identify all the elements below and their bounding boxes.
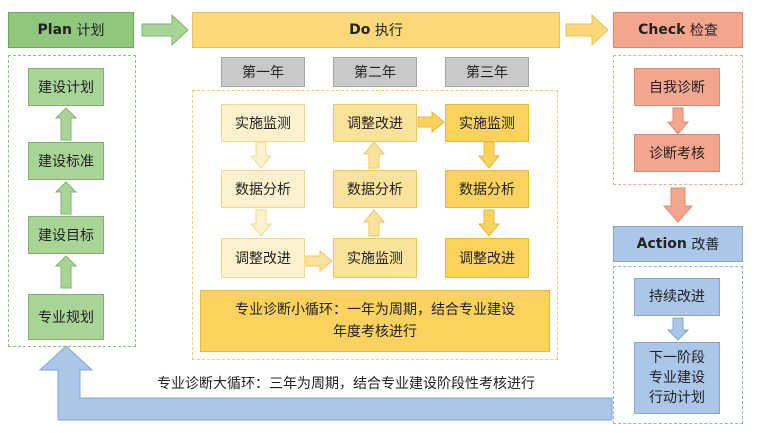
year-1-label: 第一年 [221,57,305,87]
do-container [192,90,558,360]
do-header-en: Do [349,22,371,38]
y1-step-3: 调整改进 [221,238,305,278]
check-step-2: 诊断考核 [634,134,720,172]
small-cycle-note: 专业诊断小循环：一年为周期，结合专业建设 年度考核进行 [200,290,550,352]
check-down-arrow-1 [666,107,690,135]
action-container [613,266,743,424]
action-step-2-line-2: 专业建设 [649,370,705,386]
y2-up-arrow-1 [362,141,386,169]
y1-down-arrow-2 [249,209,273,237]
y2-step-3: 实施监测 [333,238,417,278]
do-header: Do 执行 [192,12,560,48]
plan-up-arrow-1 [54,107,78,141]
y3-step-1: 实施监测 [445,104,529,142]
action-step-2-line-1: 下一阶段 [649,350,705,366]
action-step-1: 持续改进 [634,278,720,316]
big-cycle-label: 专业诊断大循环：三年为周期，结合专业建设阶段性考核进行 [157,376,535,392]
action-step-2-line-3: 行动计划 [649,390,705,406]
check-step-1: 自我诊断 [634,68,720,106]
y3-step-2: 数据分析 [445,170,529,208]
check-container [613,55,743,185]
small-cycle-line-2: 年度考核进行 [333,324,417,340]
plan-header-en: Plan [37,22,73,38]
plan-up-arrow-3 [54,255,78,289]
action-header: Action 改善 [613,226,743,262]
big-cycle-arrow-body [38,345,613,421]
plan-up-arrow-2 [54,181,78,215]
y3-down-arrow-1 [477,141,501,169]
do-header-zh: 执行 [374,23,403,39]
plan-to-do-arrow [141,13,189,47]
plan-header-zh: 计划 [76,23,105,39]
plan-step-1: 建设计划 [28,68,104,106]
do-to-check-arrow [565,13,609,47]
plan-header: Plan 计划 [8,12,134,48]
action-header-zh: 改善 [691,237,720,253]
action-down-arrow [666,317,690,341]
y3-down-arrow-2 [477,209,501,237]
check-header: Check 检查 [613,12,743,48]
y1-step-1: 实施监测 [221,104,305,142]
plan-step-2: 建设标准 [28,142,104,180]
year-2-label: 第二年 [333,57,417,87]
check-header-en: Check [638,22,686,38]
y3-step-3: 调整改进 [445,238,529,278]
check-header-zh: 检查 [689,23,718,39]
plan-step-3: 建设目标 [28,216,104,254]
y2-to-y3-arrow [417,110,445,134]
y2-up-arrow-2 [362,209,386,237]
action-step-2: 下一阶段 专业建设 行动计划 [634,342,720,414]
y1-down-arrow-1 [249,141,273,169]
action-header-en: Action [636,236,687,252]
small-cycle-line-1: 专业诊断小循环：一年为周期，结合专业建设 [235,302,515,318]
check-to-action-arrow [662,187,694,223]
plan-container [8,55,136,347]
y1-step-2: 数据分析 [221,170,305,208]
year-3-label: 第三年 [445,57,529,87]
plan-step-4: 专业规划 [28,294,104,340]
y2-step-1: 调整改进 [333,104,417,142]
y2-step-2: 数据分析 [333,170,417,208]
y1-to-y2-arrow [305,249,333,273]
